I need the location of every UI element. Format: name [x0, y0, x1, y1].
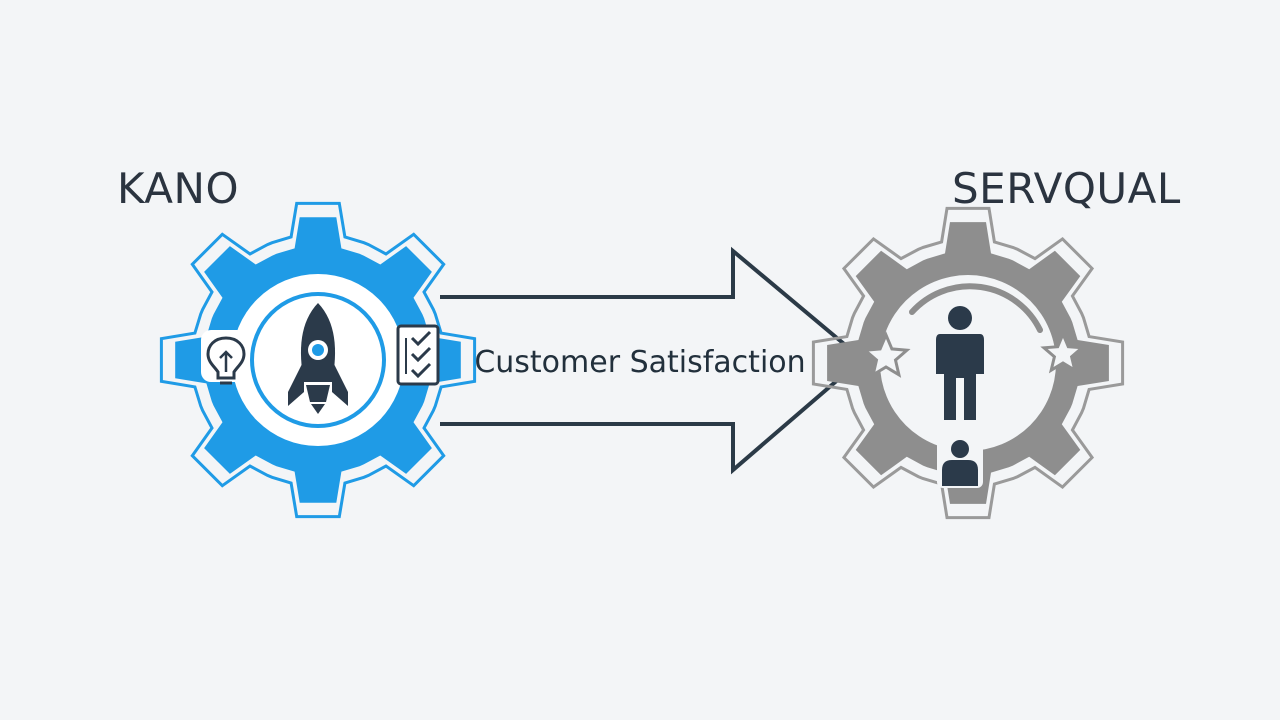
checklist-icon — [396, 324, 440, 386]
arrow: Customer Satisfaction — [440, 246, 866, 475]
kano-gear-outline — [159, 201, 477, 519]
kano-gear — [159, 201, 477, 519]
kano-title: KANO — [117, 164, 240, 213]
star-icon — [861, 331, 911, 378]
servqual-gear — [811, 206, 1125, 520]
servqual-title: SERVQUAL — [952, 164, 1181, 213]
lightbulb-icon — [201, 330, 247, 385]
kano-gear-hub-ring — [250, 292, 386, 428]
arrow-label: Customer Satisfaction — [474, 345, 805, 380]
servqual-gear-outline — [811, 206, 1125, 520]
servqual-hub-arc — [909, 283, 1043, 333]
service-person-icon — [937, 436, 983, 488]
rocket-icon — [288, 303, 348, 414]
star-icon — [1040, 330, 1086, 374]
person-icon — [936, 306, 984, 420]
